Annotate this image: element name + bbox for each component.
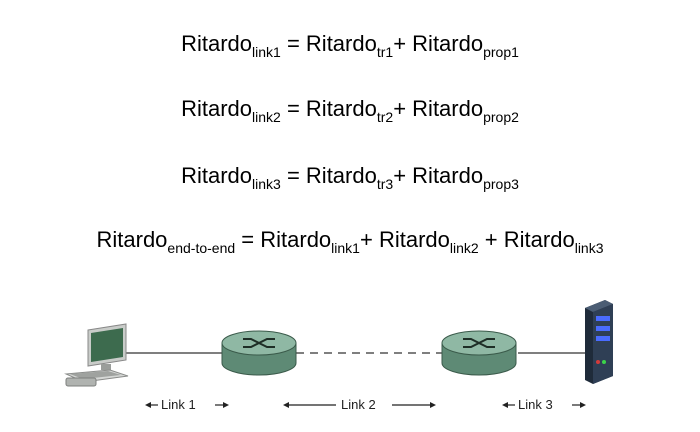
term-base: Ritardo: [305, 96, 377, 121]
term-subscript: link3: [574, 240, 604, 256]
term-base: Ritardo: [260, 227, 332, 252]
router-icon: [221, 330, 297, 376]
plus-sign: +: [484, 227, 498, 252]
equation-link3-delay: Ritardolink3 = Ritardotr3+ Ritardoprop3: [0, 163, 700, 192]
link3-label: Link 3: [518, 397, 553, 412]
equals-sign: =: [286, 31, 300, 56]
term-base: Ritardo: [503, 227, 575, 252]
term-base: Ritardo: [305, 31, 377, 56]
equals-sign: =: [286, 96, 300, 121]
term-base: Ritardo: [412, 96, 484, 121]
link2-label: Link 2: [341, 397, 376, 412]
term-subscript: prop3: [483, 176, 519, 192]
term-subscript: tr3: [376, 176, 394, 192]
term-subscript: tr1: [376, 44, 394, 60]
term-base: Ritardo: [412, 163, 484, 188]
server-icon: [585, 300, 613, 384]
plus-sign: +: [393, 163, 407, 188]
term-base: Ritardo: [181, 163, 253, 188]
link3-label-group: Link 3: [502, 397, 586, 412]
network-diagram: Link 1 Link 2 Link 3: [64, 300, 613, 412]
term-base: Ritardo: [412, 31, 484, 56]
equals-sign: =: [286, 163, 300, 188]
equation-link1-delay: Ritardolink1 = Ritardotr1+ Ritardoprop1: [0, 31, 700, 60]
equation-end-to-end-delay: Ritardoend-to-end = Ritardolink1+ Ritard…: [0, 227, 700, 256]
plus-sign: +: [393, 96, 407, 121]
term-subscript: link2: [252, 109, 281, 125]
link1-label-group: Link 1: [145, 397, 229, 412]
term-subscript: link2: [449, 240, 479, 256]
link1-label: Link 1: [161, 397, 196, 412]
link2-label-group: Link 2: [283, 397, 436, 412]
term-subscript: prop1: [483, 44, 519, 60]
router-icon: [441, 330, 517, 376]
plus-sign: +: [393, 31, 407, 56]
term-subscript: link1: [331, 240, 360, 256]
term-subscript: tr2: [376, 109, 394, 125]
plus-sign: +: [359, 227, 373, 252]
term-subscript: end-to-end: [167, 240, 236, 256]
term-subscript: prop2: [483, 109, 519, 125]
term-subscript: link3: [252, 176, 281, 192]
term-base: Ritardo: [181, 31, 253, 56]
computer-icon: [64, 323, 129, 387]
equation-link2-delay: Ritardolink2 = Ritardotr2+ Ritardoprop2: [0, 96, 700, 125]
term-base: Ritardo: [181, 96, 253, 121]
term-base: Ritardo: [96, 227, 168, 252]
term-subscript: link1: [252, 44, 281, 60]
equals-sign: =: [241, 227, 255, 252]
term-base: Ritardo: [378, 227, 450, 252]
term-base: Ritardo: [305, 163, 377, 188]
